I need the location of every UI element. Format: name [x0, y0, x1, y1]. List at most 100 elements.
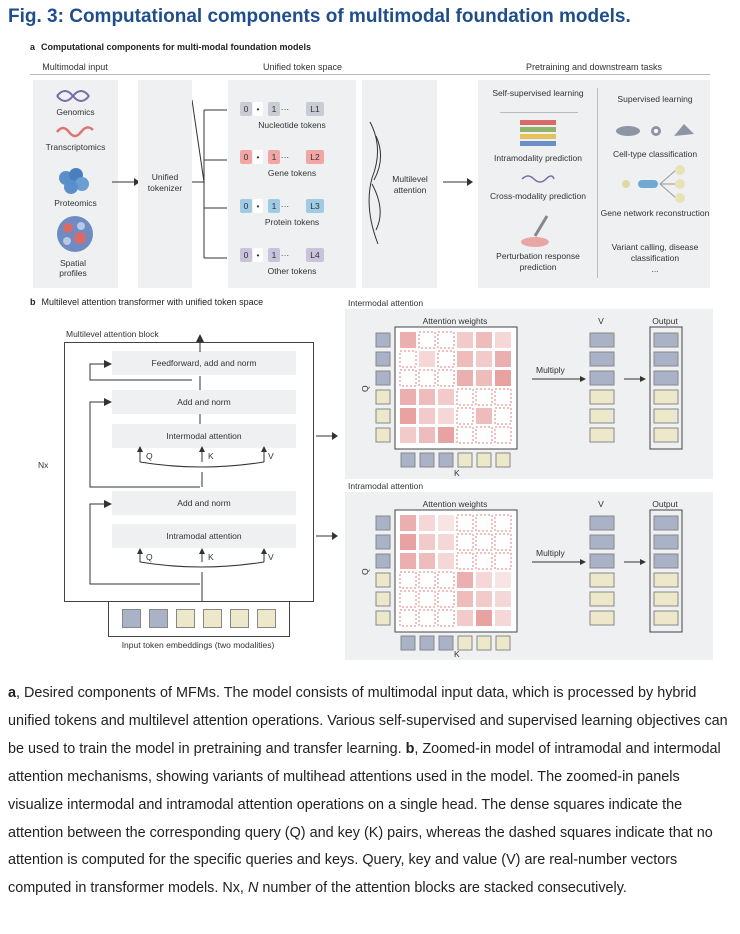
attention-cell-dense — [457, 351, 473, 367]
attention-cell-dense — [419, 427, 435, 443]
arrow-to-tasks — [443, 178, 473, 186]
intermodal-zoom-title: Intermodal attention — [348, 298, 424, 308]
attention-cell-dashed — [494, 388, 512, 406]
unified-tokenizer-label: Unified tokenizer — [147, 172, 183, 193]
multiply-arrowhead — [580, 559, 586, 565]
pipette-icon — [521, 215, 549, 247]
dna-icon — [56, 90, 90, 102]
token-row-label: Protein tokens — [264, 217, 320, 227]
attention-cell-dashed — [399, 369, 417, 387]
attention-cell-dashed — [399, 609, 417, 627]
q-token — [375, 408, 391, 424]
attention-weights-label: Attention weights — [423, 499, 488, 509]
output-token — [653, 370, 679, 386]
token-last: L1 — [306, 102, 324, 116]
panel-b-title: Multilevel attention transformer with un… — [41, 297, 264, 307]
attention-cell-dense — [400, 427, 416, 443]
output-token — [653, 591, 679, 607]
attention-cell-dense — [400, 408, 416, 424]
q-token — [375, 572, 391, 588]
attention-cell-dashed — [437, 571, 455, 589]
input-proteomics: Proteomics — [54, 198, 97, 208]
attention-cell-dense — [438, 534, 454, 550]
v-token — [589, 591, 615, 607]
attention-cell-dashed — [475, 388, 493, 406]
attention-cell-dense — [495, 351, 511, 367]
attention-cell-dense — [495, 370, 511, 386]
output-token — [653, 610, 679, 626]
q-token — [375, 591, 391, 607]
v-token — [589, 610, 615, 626]
attention-cell-dense — [438, 515, 454, 531]
attention-cell-dashed — [494, 407, 512, 425]
attention-cell-dashed — [456, 533, 474, 551]
k-axis-label: K — [454, 649, 460, 659]
attention-cell-dense — [476, 572, 492, 588]
attention-cell-dashed — [494, 552, 512, 570]
k-intra: K — [208, 552, 214, 562]
sequence-grid-icon — [520, 120, 556, 146]
attention-cell-dashed — [437, 369, 455, 387]
attention-cell-dense — [400, 553, 416, 569]
output-frame — [649, 509, 683, 633]
q-token — [375, 515, 391, 531]
attention-cell-dashed — [399, 571, 417, 589]
output-arrowhead — [640, 559, 646, 565]
attention-cell-dense — [419, 534, 435, 550]
q-inter: Q — [146, 451, 153, 461]
output-token — [653, 515, 679, 531]
attention-swirl-icon — [368, 121, 381, 245]
q-axis-label: Q — [360, 385, 370, 392]
token-1: 1 — [268, 150, 280, 164]
attention-cell-dashed — [494, 514, 512, 532]
token-row-label: Gene tokens — [267, 168, 317, 178]
attention-cell-dashed — [494, 426, 512, 444]
figure-title: Fig. 3: Computational components of mult… — [8, 6, 631, 27]
attention-cell-dense — [400, 515, 416, 531]
attention-cell-dense — [476, 332, 492, 348]
v-token — [589, 370, 615, 386]
intramodal-attention-box: Intramodal attention — [112, 524, 296, 548]
attention-cell-dense — [457, 610, 473, 626]
token-1: 1 — [268, 248, 280, 262]
v-token — [589, 408, 615, 424]
cross-modality-icon — [521, 175, 555, 183]
caption-n-italic: N — [247, 880, 259, 897]
token-last: L4 — [306, 248, 324, 262]
attention-cell-dense — [476, 351, 492, 367]
attention-cell-dense — [400, 332, 416, 348]
embedding-token — [203, 609, 222, 628]
attention-cell-dense — [457, 572, 473, 588]
output-token — [653, 427, 679, 443]
add-norm-intra: Add and norm — [112, 491, 296, 515]
q-token — [375, 370, 391, 386]
attention-cell-dense — [419, 389, 435, 405]
token-1: 1 — [268, 102, 280, 116]
caption-end-text: number of the attention blocks are stack… — [258, 880, 627, 897]
attention-cell-dense — [419, 408, 435, 424]
k-token — [457, 452, 473, 468]
embedding-token — [122, 609, 141, 628]
token-0: 0 — [240, 102, 252, 116]
attention-cell-dashed — [418, 609, 436, 627]
attention-cell-dense — [476, 610, 492, 626]
attention-cell-dashed — [456, 514, 474, 532]
token-separator: • — [253, 199, 263, 213]
token-0: 0 — [240, 150, 252, 164]
gene-network-icon — [622, 165, 685, 203]
multilevel-attention-column — [362, 80, 437, 288]
header-pretraining: Pretraining and downstream tasks — [525, 62, 663, 72]
token-separator: • — [253, 102, 263, 116]
k-token — [495, 452, 511, 468]
multiply-label: Multiply — [536, 548, 566, 558]
attention-cell-dense — [400, 534, 416, 550]
token-separator: • — [253, 248, 263, 262]
output-token — [653, 408, 679, 424]
multilevel-attention-label: Multilevel attention — [392, 174, 428, 195]
panel-a-title: Computational components for multi-modal… — [41, 42, 312, 52]
input-genomics: Genomics — [56, 107, 95, 117]
attention-cell-dense — [495, 591, 511, 607]
v-token — [589, 515, 615, 531]
token-row-label: Other tokens — [267, 266, 317, 276]
